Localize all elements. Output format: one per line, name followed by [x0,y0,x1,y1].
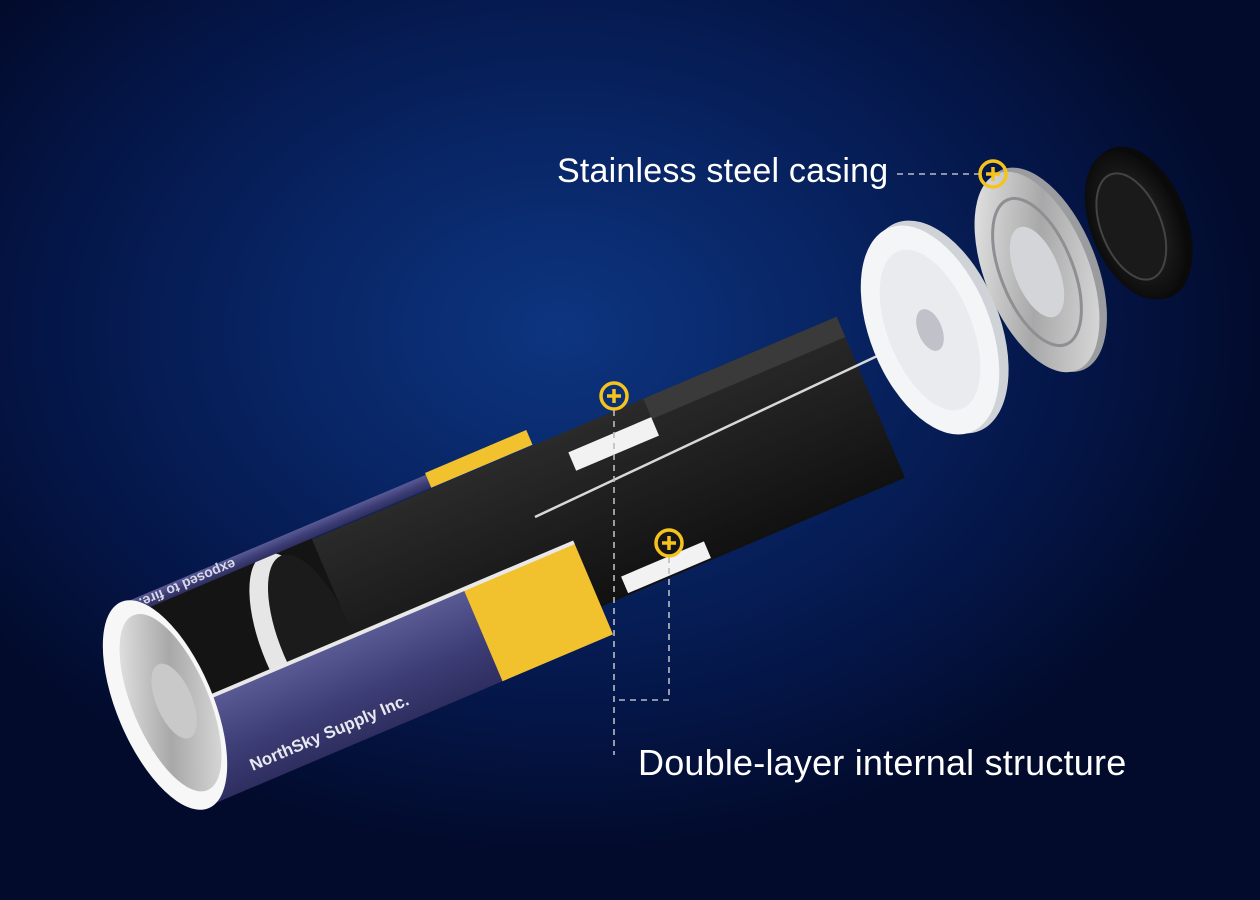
label-yellow-band [463,542,614,682]
callout-structure-label: Double-layer internal structure [638,742,1127,783]
callout-casing-label: Stainless steel casing [557,152,889,190]
black-cap [1084,146,1193,300]
battery-body: NorthSky Supply Inc. exposed to fire. [102,316,906,810]
leader-lines [613,173,980,755]
white-disc [860,220,1009,435]
plus-circle-icon[interactable] [599,381,629,411]
plus-circle-icon[interactable] [654,528,684,558]
plus-circle-icon[interactable] [978,159,1008,189]
steel-disc [974,167,1107,373]
center-pin [534,348,891,519]
